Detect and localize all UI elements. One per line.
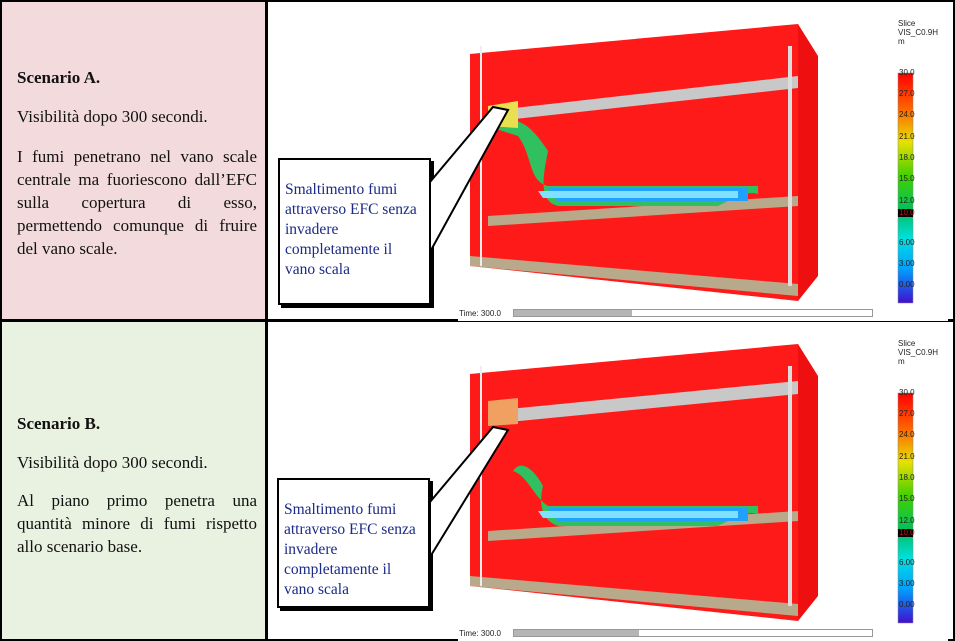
legend-title: Slice VIS_C0.9H m <box>898 19 938 46</box>
scenario-a-building-render <box>470 24 914 304</box>
time-slider-fill <box>514 310 633 316</box>
legend-tick: 18.0 <box>899 153 915 162</box>
time-slider[interactable] <box>513 309 873 317</box>
legend-tick: 10.0 <box>899 528 915 537</box>
scenario-b-row: Scenario B. Visibilità dopo 300 secondi.… <box>2 322 953 641</box>
legend-tick: 24.0 <box>899 430 915 439</box>
legend-tick: 0.00 <box>899 600 915 609</box>
visibility-slice <box>470 24 803 301</box>
scenario-a-text-cell: Scenario A. Visibilità dopo 300 secondi.… <box>2 2 265 319</box>
legend-title-line1: Slice <box>898 339 916 348</box>
legend-tick: 6.00 <box>899 238 915 247</box>
legend-unit: m <box>898 357 905 366</box>
legend-tick: 3.00 <box>899 579 915 588</box>
scenario-a-description: I fumi penetrano nel vano scale centrale… <box>17 147 257 258</box>
callout-text: Smaltimento fumi attraverso EFC senza in… <box>284 501 416 598</box>
scenario-b-building-render <box>470 344 914 624</box>
legend-tick: 15.0 <box>899 174 915 183</box>
time-slider-fill <box>514 630 640 636</box>
legend-tick: 30.0 <box>899 388 915 397</box>
scenario-b-text-cell: Scenario B. Visibilità dopo 300 secondi.… <box>2 322 265 639</box>
legend-tick: 0.00 <box>899 280 915 289</box>
legend-tick: 12.0 <box>899 196 915 205</box>
legend-title: Slice VIS_C0.9H m <box>898 339 938 366</box>
time-label: Time: 300.0 <box>459 309 501 318</box>
legend-title-line2: VIS_C0.9H <box>898 28 939 37</box>
scenario-b-image-cell: Slice VIS_C0.9H m Time: 300.0 30.0 27.0 24… <box>268 322 953 641</box>
legend-unit: m <box>898 37 905 46</box>
scenario-b-simulation: Slice VIS_C0.9H m Time: 300.0 30.0 27.0 24… <box>458 336 948 641</box>
legend-tick: 12.0 <box>899 516 915 525</box>
scenario-a-image-cell: Slice VIS_C0.9H m Time: 300.0 30.0 27.0 24… <box>268 2 953 321</box>
callout-text: Smaltimento fumi attraverso EFC senza in… <box>285 181 417 278</box>
legend-tick: 6.00 <box>899 558 915 567</box>
time-label: Time: 300.0 <box>459 629 501 638</box>
legend-tick: 27.0 <box>899 409 915 418</box>
scenario-b-title: Scenario B. <box>17 414 101 433</box>
time-slider[interactable] <box>513 629 873 637</box>
callout-box: Smaltimento fumi attraverso EFC senza in… <box>278 158 431 305</box>
legend-tick: 27.0 <box>899 89 915 98</box>
scenario-a-subtitle: Visibilità dopo 300 secondi. <box>17 107 208 126</box>
legend-tick: 21.0 <box>899 452 915 461</box>
legend-tick: 10.0 <box>899 208 915 217</box>
scenario-b-description: Al piano primo penetra una quantità mino… <box>17 491 257 556</box>
callout-box: Smaltimento fumi attraverso EFC senza in… <box>277 478 430 608</box>
legend-title-line1: Slice <box>898 19 916 28</box>
legend-tick: 24.0 <box>899 110 915 119</box>
legend-tick: 30.0 <box>899 68 915 77</box>
scenario-a-title: Scenario A. <box>17 68 101 87</box>
legend-tick: 18.0 <box>899 473 915 482</box>
scenario-b-subtitle: Visibilità dopo 300 secondi. <box>17 453 208 472</box>
legend-tick: 15.0 <box>899 494 915 503</box>
scenario-a-simulation: Slice VIS_C0.9H m Time: 300.0 30.0 27.0 24… <box>458 16 948 321</box>
legend-tick: 21.0 <box>899 132 915 141</box>
legend-title-line2: VIS_C0.9H <box>898 348 939 357</box>
scenario-a-row: Scenario A. Visibilità dopo 300 secondi.… <box>2 2 953 321</box>
legend-tick: 3.00 <box>899 259 915 268</box>
